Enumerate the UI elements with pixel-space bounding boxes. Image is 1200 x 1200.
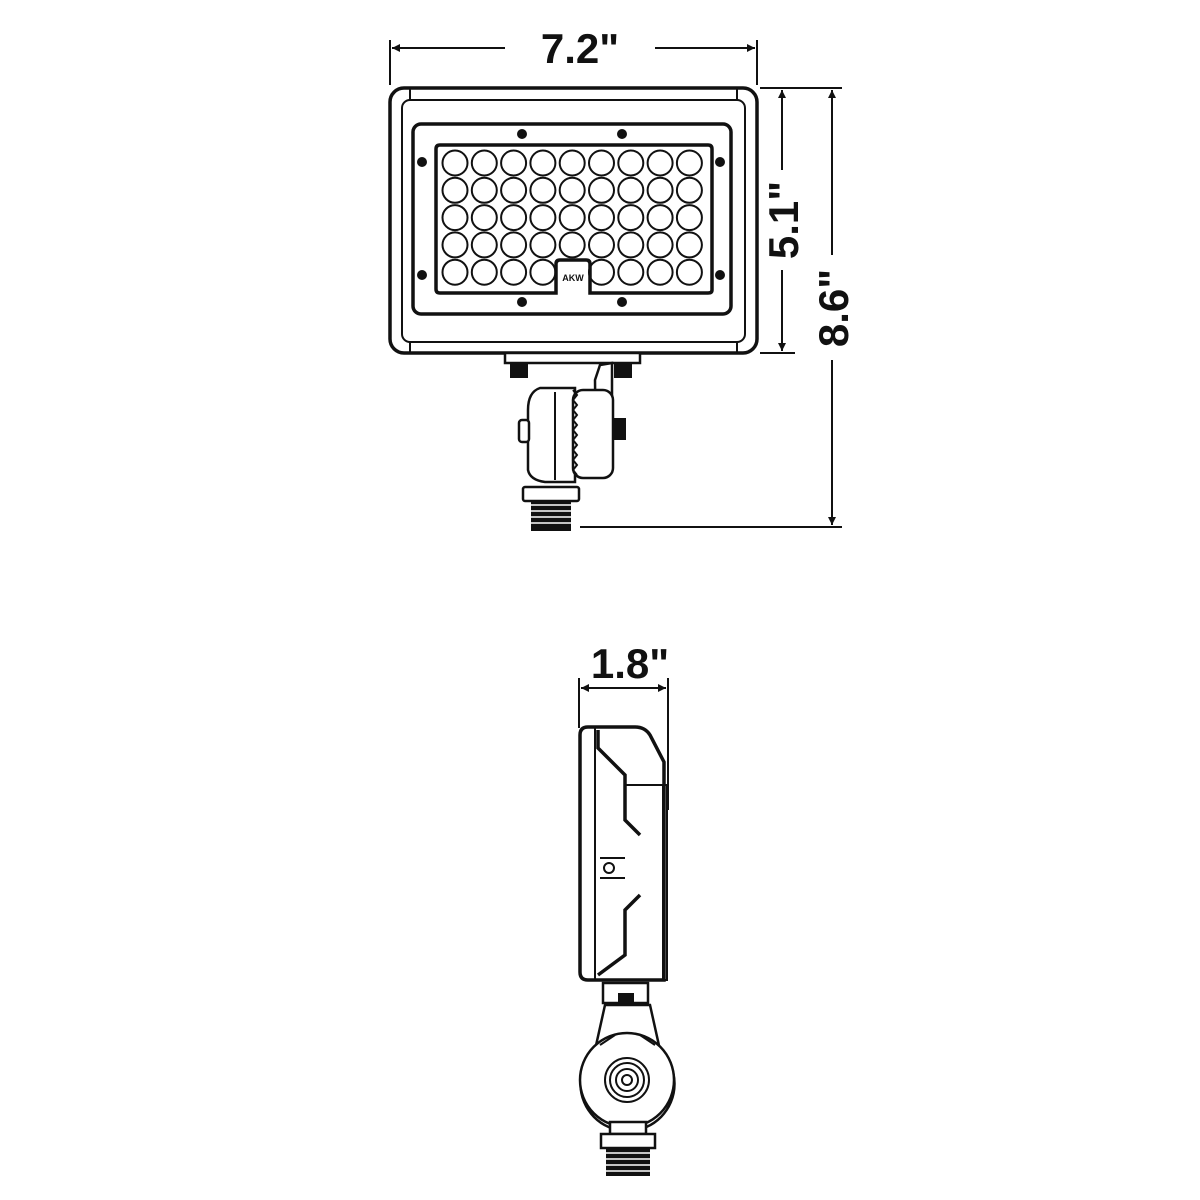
led [646,176,674,204]
screw [715,157,725,167]
dimension-lens-height: 5.1" [760,87,807,354]
dimension-width: 7.2" [389,25,758,85]
led [500,204,528,232]
front-view: AKW [388,86,759,531]
bolt-left [510,362,528,378]
led [588,204,615,232]
conduit-nut [521,485,581,503]
led [470,204,498,232]
side-conduit-nut [599,1132,657,1150]
led [675,176,703,204]
led [617,149,645,177]
side-mount [578,981,676,1176]
screw [715,270,725,280]
led [529,204,557,232]
led [588,149,615,177]
width-label: 7.2" [541,25,619,72]
led-panel [434,143,714,295]
led [646,204,674,232]
total-height-label: 8.6" [810,269,857,347]
mount-front [503,351,642,531]
led [675,258,703,286]
led [617,258,645,286]
bolt-right [614,362,632,378]
led [558,176,586,204]
led [470,176,498,204]
led [441,231,469,259]
screw [517,297,527,307]
side-view: 1.8" [578,640,676,1176]
screw [517,129,527,139]
led [646,231,674,259]
led-array [441,149,703,286]
depth-label: 1.8" [591,640,669,687]
led [500,258,528,286]
screw [417,157,427,167]
led [675,204,703,232]
led [441,149,469,177]
housing-face [401,99,746,343]
led [470,231,498,259]
lens-height-label: 5.1" [760,181,807,259]
led [470,149,498,177]
led [470,258,498,286]
logo-text: AKW [562,273,584,283]
led [588,231,615,259]
screws [417,129,725,307]
conduit-thread [531,501,571,531]
screw [417,270,427,280]
led [646,149,674,177]
side-housing [578,725,666,982]
led [441,258,469,286]
screw [617,129,627,139]
dimension-total-height: 8.6" [580,87,857,528]
led [675,231,703,259]
led [558,231,586,259]
screw [617,297,627,307]
led [558,204,586,232]
led [588,176,615,204]
led [529,176,557,204]
led [441,204,469,232]
led [529,231,557,259]
led [588,258,615,286]
led [441,176,469,204]
led [529,258,557,286]
led [675,149,703,177]
led [529,149,557,177]
led [500,149,528,177]
led [646,258,674,286]
led [500,176,528,204]
led [617,176,645,204]
side-conduit-thread [606,1148,650,1176]
led [617,231,645,259]
led [558,149,586,177]
led [500,231,528,259]
lens-frame [411,122,733,316]
led [617,204,645,232]
